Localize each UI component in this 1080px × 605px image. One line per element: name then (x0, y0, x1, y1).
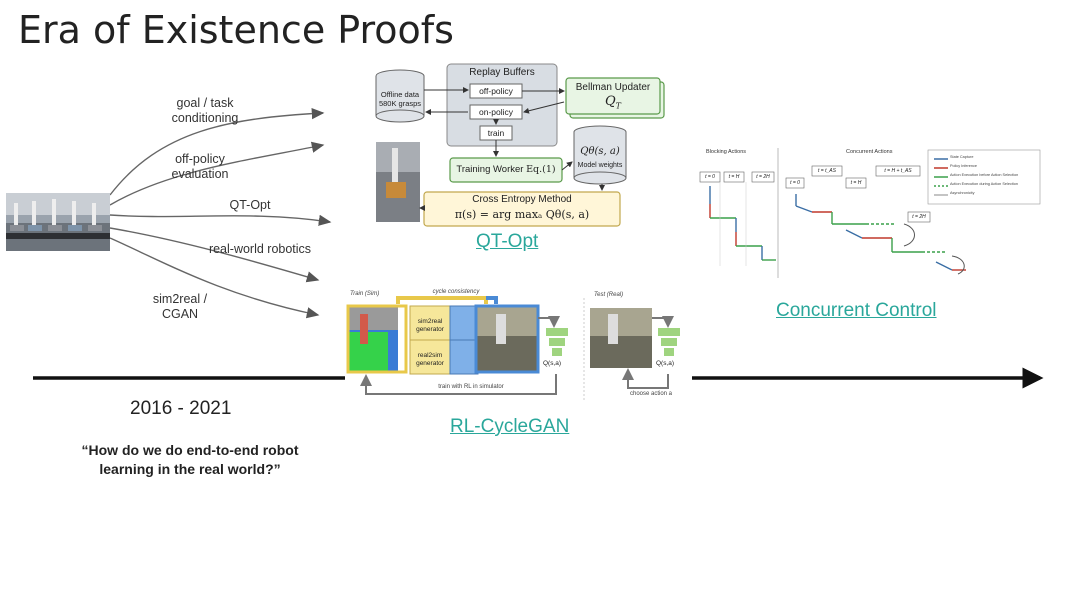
on-policy-label: on-policy (478, 107, 514, 117)
model-weights-label: Model weights (577, 162, 623, 169)
offline-data-label: Offline data (380, 90, 420, 99)
branch-label-qtopt: QT-Opt (229, 198, 271, 212)
branch-label-sim2real: sim2real /CGAN (152, 292, 208, 321)
tH-label-concurrent: t = H (850, 180, 862, 186)
blocking-actions-label: Blocking Actions (706, 149, 747, 155)
cyclegan-link[interactable]: RL-CycleGAN (450, 416, 570, 437)
qtopt-link[interactable]: QT-Opt (476, 231, 539, 252)
train-rl-label: train with RL in simulator (438, 384, 504, 390)
bellman-q: QT (604, 94, 621, 111)
grasps-label: 580K grasps (378, 99, 422, 108)
q-label-train: Q(s,a) (543, 360, 562, 367)
t2H-label-blocking: t = 2H (756, 174, 770, 180)
concurrent-control-link[interactable]: Concurrent Control (776, 300, 937, 321)
cem-label: Cross Entropy Method (472, 194, 572, 205)
concurrent-actions-label: Concurrent Actions (846, 149, 893, 155)
year-range: 2016 - 2021 (130, 398, 232, 419)
legend-item: State Capture (950, 155, 974, 159)
choose-action-label: choose action a (629, 391, 673, 397)
legend-item: Asynchronicity (950, 191, 975, 195)
legend-item: Action Execution during Action Selection (950, 182, 1018, 186)
branch-arrow-goal (109, 108, 325, 196)
qtopt-diagram: Offline data 580K grasps Replay Buffers … (372, 62, 672, 230)
test-real-label: Test (Real) (594, 292, 624, 298)
off-policy-label: off-policy (479, 86, 513, 96)
tH-label-blocking: t = H (728, 174, 740, 180)
cem-formula: π(s) = arg maxₐ Qθ(s, a) (454, 208, 590, 221)
concurrent-diagram: Blocking Actions Concurrent Actions t = … (696, 146, 1042, 280)
t0-label-concurrent: t = 0 (790, 180, 800, 186)
bellman-updater-label: Bellman Updater (575, 82, 651, 93)
branch-arrow-sim2real (109, 237, 320, 319)
q-label-test: Q(s,a) (656, 360, 675, 367)
robot-farm-image (6, 193, 110, 251)
cycle-consistency-label: cycle consistency (432, 289, 480, 295)
quote: “How do we do end-to-end robot learning … (81, 442, 299, 477)
branch-arrow-qtopt (109, 214, 332, 226)
tHAS-label: t = H + t_AS (884, 168, 912, 174)
slide-title: Era of Existence Proofs (18, 8, 454, 52)
branch-arrow-realworld (109, 227, 320, 283)
branch-label-realworld: real-world robotics (208, 242, 312, 256)
legend-item: Action Execution before Action Selection (950, 173, 1019, 177)
replay-buffers-label: Replay Buffers (469, 67, 535, 78)
train-label: train (487, 128, 505, 138)
training-worker-label: Training Worker Eq.(1) (456, 164, 556, 175)
legend-item: Policy Inference (950, 164, 978, 168)
t0-label-blocking: t = 0 (705, 174, 715, 180)
tAS-label: t = t_AS (818, 168, 836, 174)
train-sim-label: Train (Sim) (350, 291, 380, 297)
t2H-label-concurrent: t = 2H (912, 214, 926, 220)
concurrent-legend: State Capture Policy Inference Action Ex… (950, 153, 1040, 198)
branch-arrow-ope (109, 141, 325, 206)
q-theta-label: Qθ(s, a) (580, 146, 620, 157)
